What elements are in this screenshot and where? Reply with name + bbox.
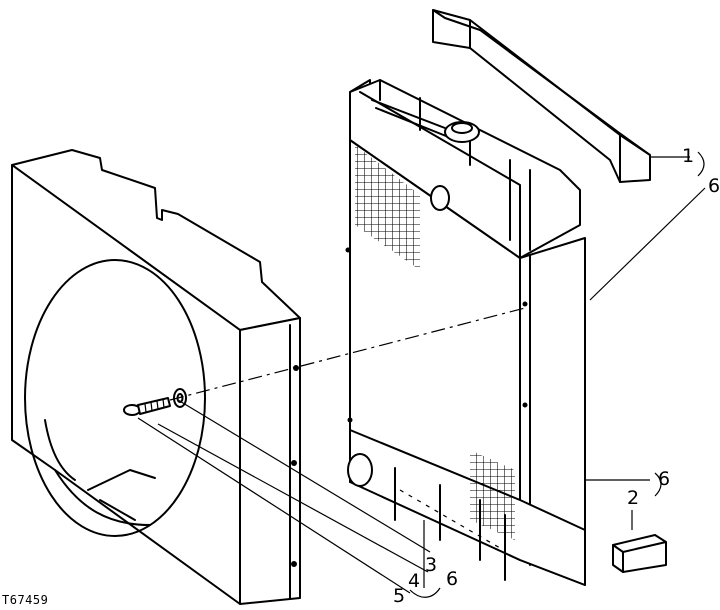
callout-1: 1 xyxy=(682,145,695,167)
callout-3: 3 xyxy=(425,554,438,576)
radiator xyxy=(345,79,586,586)
fan-shroud xyxy=(11,149,301,605)
figure-id: T67459 xyxy=(2,593,49,607)
rubber-pad xyxy=(612,534,667,573)
callout-4: 4 xyxy=(408,570,421,592)
callout-5: 5 xyxy=(393,585,406,607)
callout-6-bottom: 6 xyxy=(446,568,459,590)
callout-2: 2 xyxy=(627,487,640,509)
leader-lines xyxy=(137,151,706,598)
callout-6-top: 6 xyxy=(708,175,720,197)
callout-6-mid: 6 xyxy=(658,468,671,490)
center-line xyxy=(169,307,526,401)
top-support-bracket xyxy=(432,9,651,183)
